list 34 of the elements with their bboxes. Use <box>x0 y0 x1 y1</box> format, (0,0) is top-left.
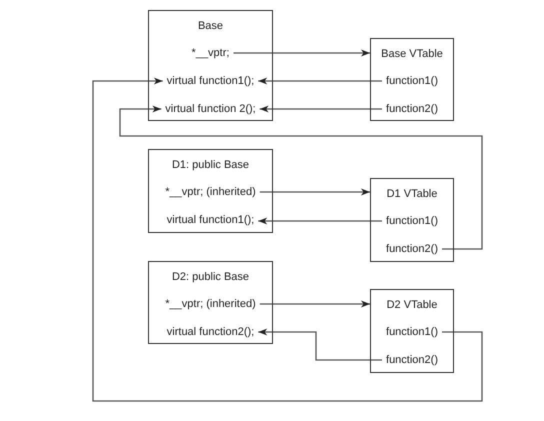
member-label: virtual function2(); <box>162 324 258 340</box>
vtable-title: D2 VTable <box>386 298 438 313</box>
class-name: D2: public Base <box>172 270 250 285</box>
vtable-box <box>370 178 454 262</box>
vtable-box <box>370 38 454 121</box>
connector-arrow <box>260 300 370 308</box>
vtable-entry: function2() <box>382 352 442 368</box>
member-label: virtual function 2(); <box>161 101 260 117</box>
connector-arrow <box>258 218 382 224</box>
class-name: Base <box>198 19 224 34</box>
member-label: *__vptr; (inherited) <box>161 296 260 312</box>
member-label: virtual function1(); <box>162 73 258 89</box>
connector-arrow <box>258 328 382 361</box>
class-box <box>148 10 273 121</box>
vtable-entry: function1() <box>382 73 442 89</box>
class-box <box>148 149 273 233</box>
vtable-entry: function2() <box>382 241 442 257</box>
vtable-entry: function2() <box>382 101 442 117</box>
member-label: *__vptr; <box>188 45 234 61</box>
vtable-box <box>370 289 454 373</box>
class-box <box>148 261 273 344</box>
member-label: *__vptr; (inherited) <box>161 184 260 200</box>
vtable-entry: function1() <box>382 213 442 229</box>
member-label: virtual function1(); <box>162 212 258 228</box>
vtable-entry: function1() <box>382 324 442 340</box>
connector-arrow <box>234 50 370 56</box>
connector-arrow <box>260 188 370 196</box>
vtable-title: D1 VTable <box>386 187 438 202</box>
connector-arrow <box>92 78 483 402</box>
connector-arrow <box>119 106 483 250</box>
vtable-title: Base VTable <box>381 47 443 62</box>
connector-arrow <box>260 106 382 112</box>
class-name: D1: public Base <box>172 158 250 173</box>
connector-arrow <box>258 78 382 84</box>
